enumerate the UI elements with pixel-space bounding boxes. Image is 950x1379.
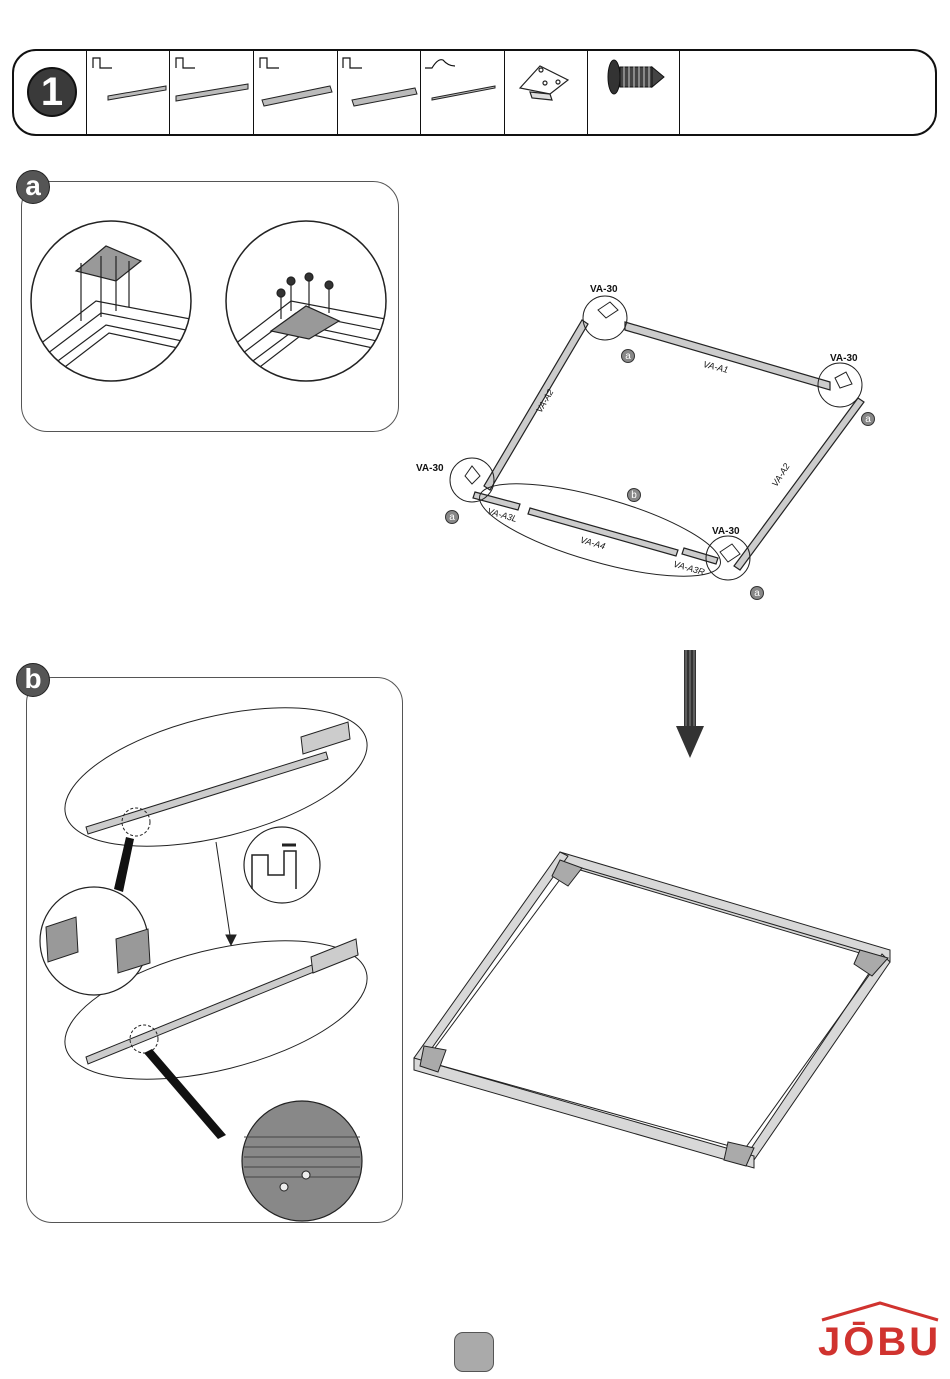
rail-part-icon	[432, 86, 495, 100]
corner-plate	[465, 466, 480, 484]
profile-section-icon	[93, 58, 112, 68]
profile-detail-circle	[244, 827, 320, 903]
callout-badge-a: a	[750, 586, 764, 600]
rail-part-icon	[352, 88, 417, 106]
profile-section-icon	[176, 58, 195, 68]
corner-plate	[835, 372, 852, 388]
rail-profile	[86, 752, 328, 834]
detail-circle	[31, 221, 191, 381]
assembled-frame-diagram	[410, 850, 910, 1170]
profile-va-a1	[625, 322, 830, 390]
rail-part-icon	[262, 86, 332, 106]
exploded-frame-diagram	[410, 280, 890, 610]
corner-plate	[720, 544, 740, 562]
rail-end-piece	[311, 939, 358, 973]
frame-right	[746, 954, 890, 1160]
brand-logo: JŌBU	[818, 1320, 941, 1365]
page-number-badge	[454, 1332, 494, 1372]
callout-circle	[583, 296, 627, 340]
screw-icon	[608, 60, 664, 94]
corner-label-va-30: VA-30	[590, 284, 618, 295]
corner-label-va-30: VA-30	[416, 463, 444, 474]
callout-badge-a: a	[621, 349, 635, 363]
corner-label-va-30: VA-30	[830, 353, 858, 364]
callout-badge-b: b	[627, 488, 641, 502]
zoom-circle	[242, 1101, 362, 1221]
frame-front	[414, 1058, 754, 1168]
rail-part-icon	[108, 86, 166, 100]
frame-left	[414, 852, 568, 1062]
rail-end-piece	[301, 722, 350, 754]
panel-b-illustration	[26, 677, 403, 1223]
pointer-wedge	[144, 1049, 226, 1139]
profile-va-a2-right	[734, 398, 864, 570]
profile-section-icon	[260, 58, 279, 68]
corner-plate-icon	[520, 66, 568, 100]
logo-roof-icon	[818, 1300, 943, 1322]
corner-label-va-30: VA-30	[712, 526, 740, 537]
corner-plate	[598, 302, 618, 318]
panel-a-illustration	[21, 181, 399, 432]
down-arrow-icon	[676, 648, 706, 760]
parts-icons	[0, 0, 950, 150]
frame-back	[560, 852, 890, 962]
callout-badge-a: a	[861, 412, 875, 426]
detail-circle	[226, 221, 386, 381]
profile-section-icon	[343, 58, 362, 68]
callout-badge-a: a	[445, 510, 459, 524]
rail-part-icon	[176, 84, 248, 101]
profile-section-icon	[425, 60, 455, 68]
